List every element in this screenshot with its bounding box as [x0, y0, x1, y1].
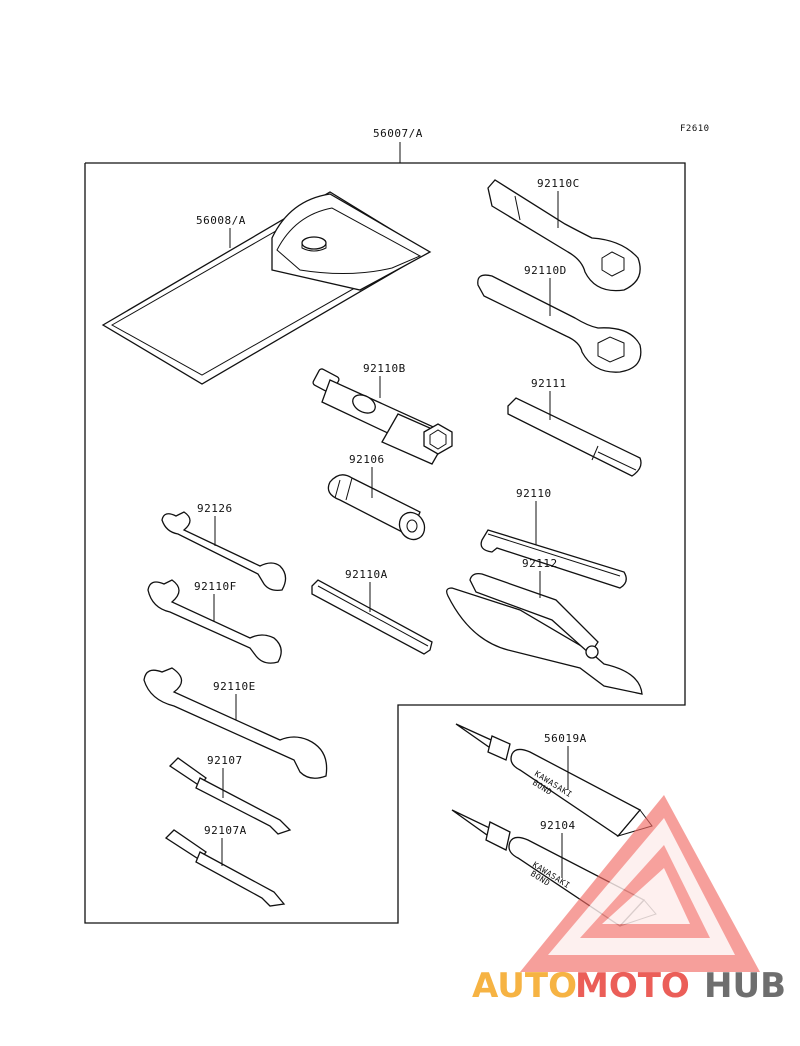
label-92112: 92112	[522, 557, 558, 570]
label-56008a: 56008/A	[196, 214, 246, 227]
socket-92106	[327, 474, 426, 541]
ring-wrench-92110d	[477, 274, 642, 373]
label-92110d: 92110D	[524, 264, 567, 277]
label-92107a: 92107A	[204, 824, 247, 837]
hex-key-92110	[480, 529, 627, 589]
box-socket-92110b	[312, 368, 453, 465]
pliers-92112	[446, 572, 643, 695]
label-92110a: 92110A	[345, 568, 388, 581]
spanner-92110e	[143, 667, 328, 779]
screwdriver-92107	[168, 757, 292, 835]
screwdriver-92107a	[164, 829, 286, 907]
logo-moto: MOTO	[575, 966, 690, 1006]
label-92110b: 92110B	[363, 362, 406, 375]
label-92110: 92110	[516, 487, 552, 500]
label-92110c: 92110C	[537, 177, 580, 190]
spanner-92110a	[311, 579, 433, 655]
tommy-bar-92111	[507, 397, 642, 477]
spanner-92126	[161, 511, 287, 592]
kit-label: 56007/A	[373, 127, 423, 140]
spanner-92110f	[147, 579, 282, 664]
label-92106: 92106	[349, 453, 385, 466]
kit-frame	[84, 162, 686, 924]
logo-auto: AUTO	[472, 966, 577, 1006]
label-92110f: 92110F	[194, 580, 237, 593]
label-92104: 92104	[540, 819, 576, 832]
logo-hub: HUB	[704, 966, 786, 1006]
automotohub-logo: AUTO MOTO HUB	[472, 795, 786, 1006]
label-56019a: 56019A	[544, 732, 587, 745]
label-92107: 92107	[207, 754, 243, 767]
figure-code: F2610	[680, 124, 710, 134]
label-92110e: 92110E	[213, 680, 256, 693]
label-92111: 92111	[531, 377, 567, 390]
label-92126: 92126	[197, 502, 233, 515]
tool-pouch	[101, 191, 432, 385]
ring-wrench-92110c	[487, 179, 641, 292]
